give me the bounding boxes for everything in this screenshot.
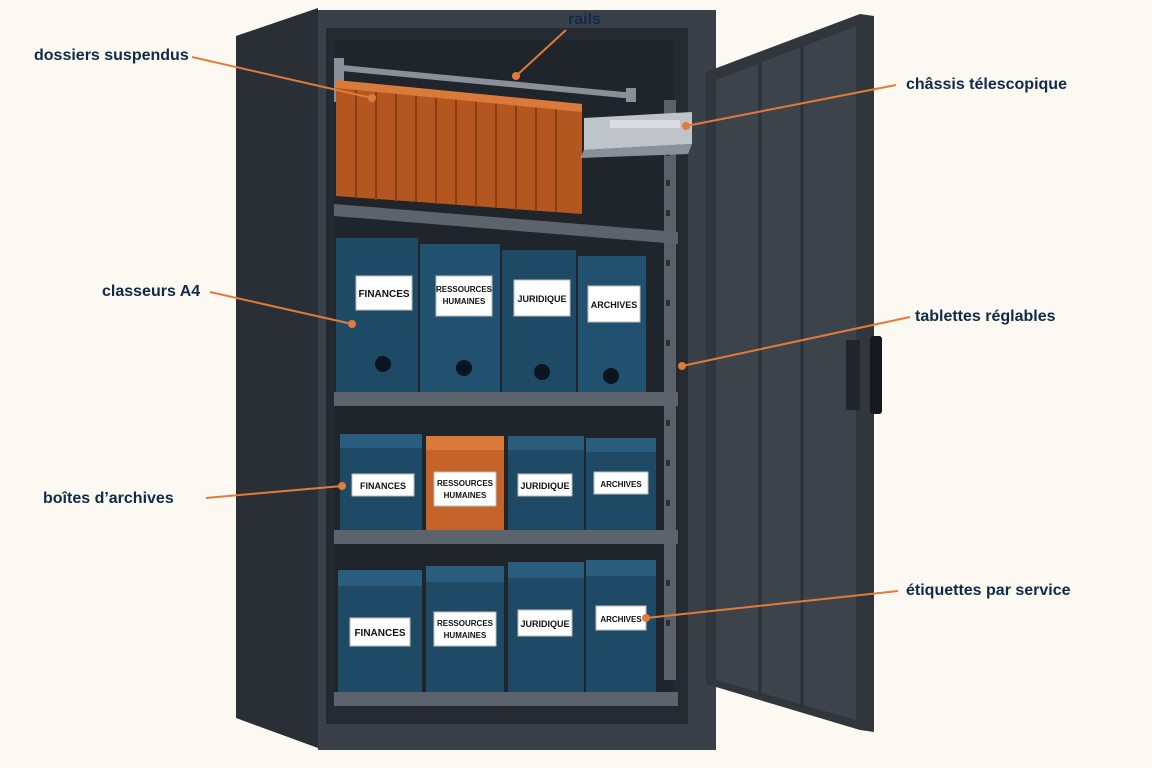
telescopic-frame [580, 112, 692, 158]
label-archives-binder: ARCHIVES [591, 300, 638, 310]
callout-classeurs-a4: classeurs A4 [102, 283, 201, 300]
callout-boites-archives: boîtes d’archives [43, 490, 174, 507]
callout-dots [338, 72, 690, 622]
cabinet-door [706, 14, 882, 732]
rails [334, 58, 636, 102]
callout-rails: rails [568, 11, 601, 28]
callout-chassis-telescopique: châssis télescopique [906, 76, 1067, 93]
callout-lines [191, 29, 911, 619]
label-archives-storage: ARCHIVES [600, 615, 642, 624]
label-rh-storage-line2: HUMAINES [444, 631, 487, 640]
label-rh-box-line2: HUMAINES [444, 491, 487, 500]
label-rh-box-line1: RESSOURCES [437, 479, 494, 488]
label-rh-binder-line1: RESSOURCES [436, 285, 493, 294]
binders-row [336, 238, 646, 392]
shelf-upright [664, 100, 676, 680]
label-rh-binder-line2: HUMAINES [443, 297, 486, 306]
door-handle [870, 336, 882, 414]
adjustable-shelves [334, 204, 678, 706]
hanging-folders [336, 80, 582, 214]
label-finances-box: FINANCES [360, 481, 406, 491]
label-finances-storage: FINANCES [354, 628, 405, 639]
service-labels [349, 275, 649, 647]
label-juridique-binder: JURIDIQUE [517, 294, 566, 304]
label-juridique-box: JURIDIQUE [520, 481, 569, 491]
callout-etiquettes-par-service: étiquettes par service [906, 582, 1071, 599]
callout-tablettes-reglables: tablettes réglables [915, 308, 1056, 325]
label-archives-box: ARCHIVES [600, 480, 642, 489]
label-texts: FINANCES RESSOURCES HUMAINES JURIDIQUE A… [354, 285, 642, 640]
callout-dossiers-suspendus: dossiers suspendus [34, 47, 189, 64]
label-rh-storage-line1: RESSOURCES [437, 619, 494, 628]
label-juridique-storage: JURIDIQUE [520, 619, 569, 629]
label-finances-binder: FINANCES [358, 289, 409, 300]
